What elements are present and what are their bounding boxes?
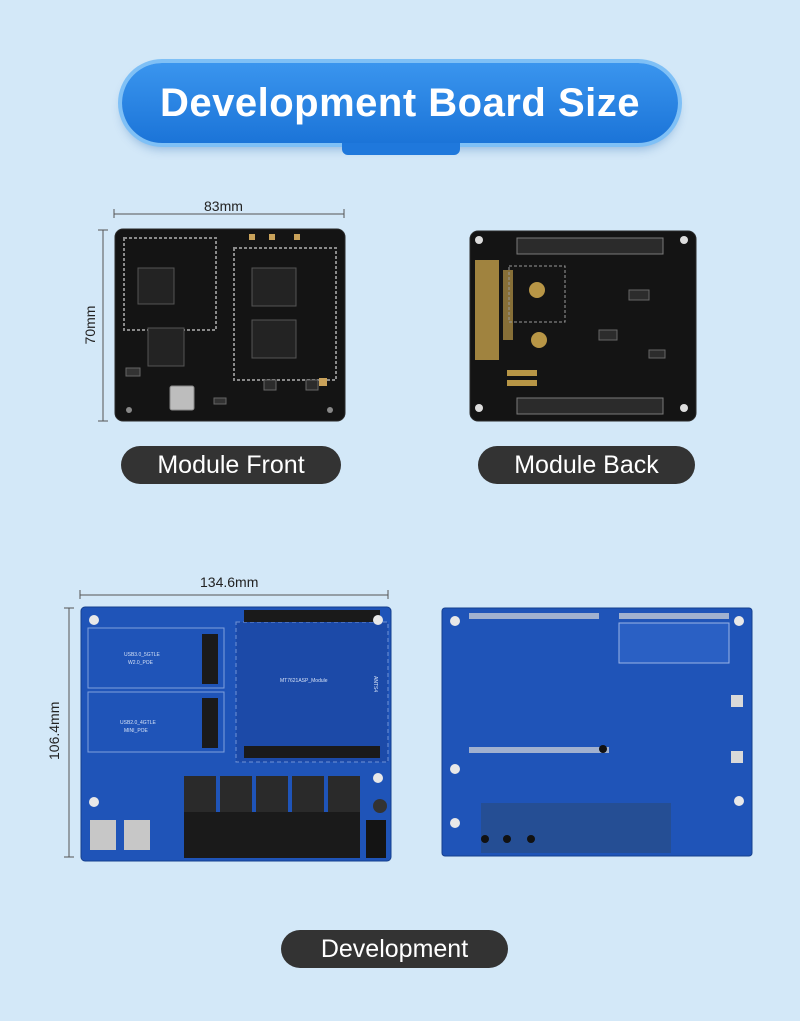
module-front-height-dimension <box>98 229 108 422</box>
page-title: Development Board Size <box>159 80 640 125</box>
slot1-line2-text: W2.0_POE <box>128 660 154 666</box>
slot1-line1-text: USB3.0_5GTLE <box>124 652 161 658</box>
module-front-image <box>114 228 346 422</box>
module-front-width-dimension <box>113 209 345 218</box>
module-back-image <box>469 230 697 422</box>
slot2-line2-text: MINI_POE <box>124 728 149 734</box>
module-front-width-label: 83mm <box>204 198 243 214</box>
module-front-label: Module Front <box>121 446 341 484</box>
dev-board-height-dimension <box>64 607 74 858</box>
dev-board-label: Development <box>281 930 508 968</box>
module-back-label: Module Back <box>478 446 695 484</box>
dev-board-width-label: 134.6mm <box>200 574 259 590</box>
dev-board-front-image: USB3.0_5GTLE W2.0_POE USB2.0_4GTLE MINI_… <box>80 606 392 862</box>
dev-board-back-image <box>441 607 753 857</box>
side-silkscreen-text: ANTS4 <box>372 676 378 692</box>
slot2-line1-text: USB2.0_4GTLE <box>120 720 157 726</box>
title-banner: Development Board Size <box>122 63 678 143</box>
dev-board-height-label: 106.4mm <box>46 701 62 760</box>
module-silkscreen-text: MT7621ASP_Module <box>280 678 328 684</box>
banner-tab-decoration <box>342 143 460 155</box>
module-front-height-label: 70mm <box>82 305 98 345</box>
dev-board-width-dimension <box>79 590 389 599</box>
